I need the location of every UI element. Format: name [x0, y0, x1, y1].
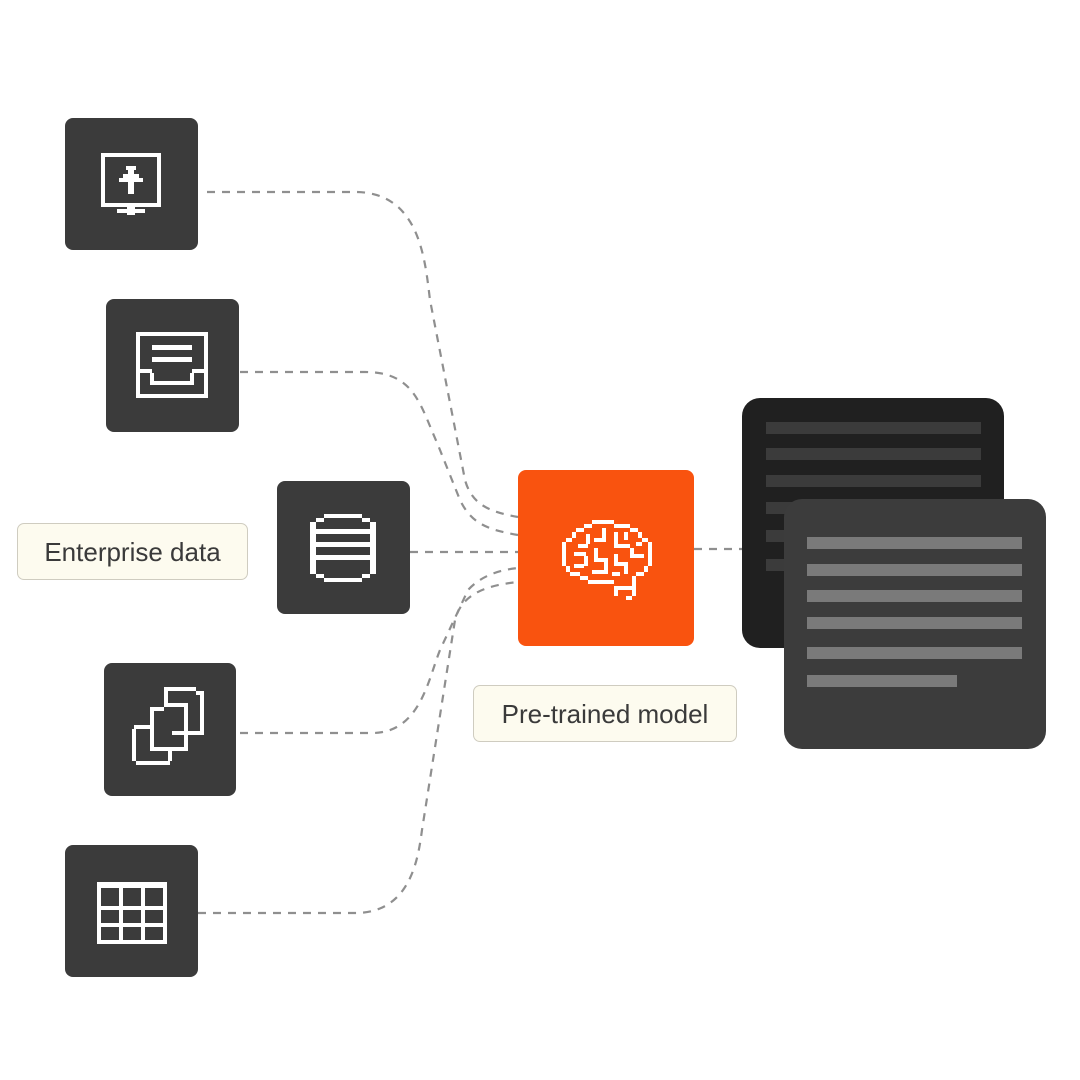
text-line	[807, 537, 1022, 549]
connector-monitor	[207, 190, 519, 519]
text-line	[766, 475, 981, 487]
table-grid-icon	[97, 882, 167, 944]
text-line	[766, 422, 981, 434]
source-tile-inbox	[106, 299, 239, 432]
pretrained-model-tile	[518, 470, 694, 646]
monitor-upload-icon	[101, 153, 161, 215]
pretrained-model-label: Pre-trained model	[473, 685, 737, 742]
enterprise-data-label: Enterprise data	[17, 523, 248, 580]
brain-icon	[562, 520, 652, 600]
source-tile-database	[277, 481, 410, 614]
connector-inbox	[240, 370, 519, 537]
text-line	[807, 590, 1022, 602]
source-tile-documents	[104, 663, 236, 796]
text-line	[807, 647, 1022, 659]
documents-stack-icon	[132, 687, 204, 765]
text-line	[807, 675, 957, 687]
connector-table	[198, 580, 519, 915]
inbox-tray-icon	[136, 332, 208, 398]
source-tile-monitor	[65, 118, 198, 250]
connector-documents	[240, 566, 519, 735]
document-text-icon	[784, 499, 1046, 749]
text-line	[807, 617, 1022, 629]
text-line	[807, 564, 1022, 576]
source-tile-table	[65, 845, 198, 977]
database-icon	[310, 514, 376, 582]
text-line	[766, 448, 981, 460]
